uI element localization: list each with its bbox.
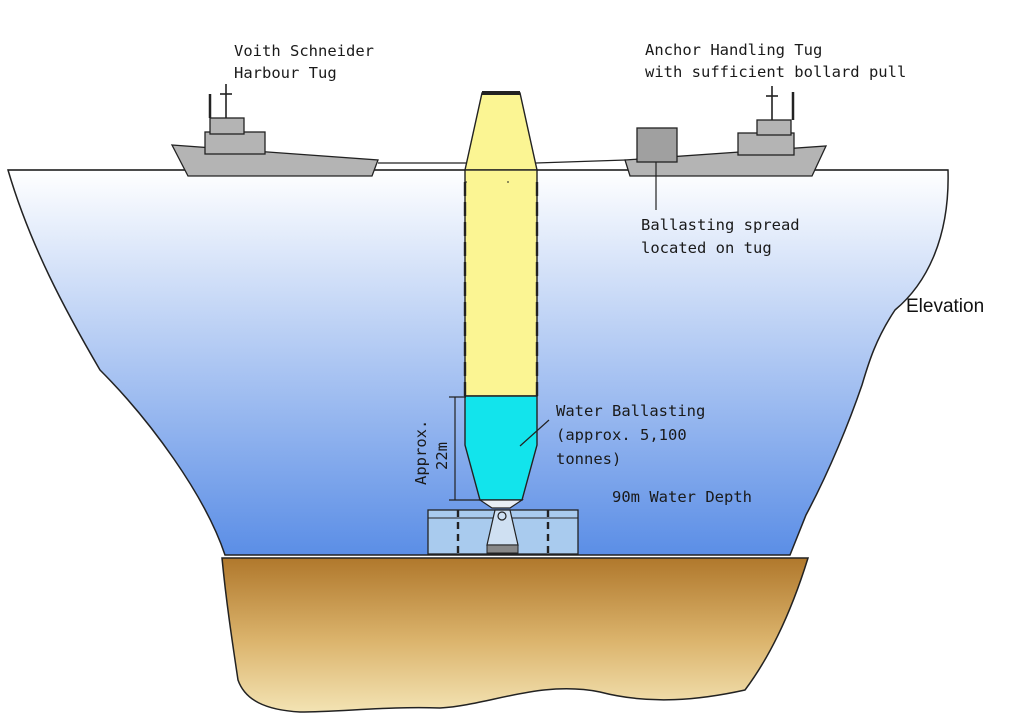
dimension-label-line2: 22m <box>433 442 451 470</box>
anchor-tug-label-line1: Anchor Handling Tug <box>645 41 822 59</box>
harbour-tug-deckhouse <box>204 131 266 155</box>
anchor-tug-deckhouse <box>737 132 795 156</box>
base-pivot <box>497 511 507 521</box>
ballast-section <box>464 395 538 501</box>
seabed <box>221 557 810 713</box>
harbour-tug-label-line2: Harbour Tug <box>234 64 337 82</box>
dimension-label-line1: Approx. <box>412 420 430 485</box>
harbour-tug-label-line1: Voith Schneider <box>234 42 374 60</box>
ballasting-spread-box <box>636 127 678 163</box>
anchor-tug-label-line2: with sufficient bollard pull <box>645 63 906 81</box>
tow-line-right <box>535 159 627 164</box>
elevation-title: Elevation <box>906 296 984 317</box>
foundation-base <box>427 509 579 555</box>
water-ballasting-leader <box>519 419 550 447</box>
water-ballasting-label-line1: Water Ballasting <box>556 402 705 420</box>
ballasting-spread-label-line1: Ballasting spread <box>641 216 800 234</box>
water-ballasting-label-line2: (approx. 5,100 <box>556 426 687 444</box>
ballasting-spread-label-line2: located on tug <box>641 239 772 257</box>
base-plinth <box>486 544 519 554</box>
harbour-tug-bridge <box>209 117 245 135</box>
water-ballasting-label-line3: tonnes) <box>556 450 621 468</box>
harbour-tug <box>170 84 379 177</box>
hull-lower-cone <box>478 499 524 509</box>
hull-top-cone <box>464 92 538 171</box>
water-depth-label: 90m Water Depth <box>612 488 752 506</box>
hull-shaft <box>464 169 538 397</box>
harbour-tug-hull <box>170 144 379 177</box>
structure-hull <box>463 91 539 509</box>
dimension-22m <box>449 396 480 501</box>
anchor-handling-tug <box>624 86 828 177</box>
anchor-tug-bridge <box>756 119 792 136</box>
